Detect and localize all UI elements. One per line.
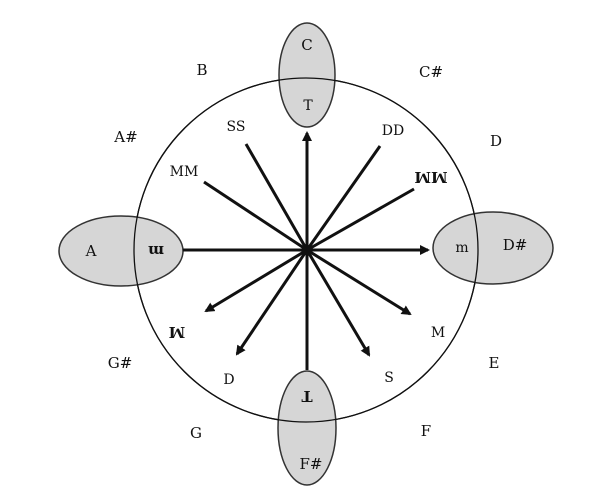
note-g-sharp: G# [108,354,133,372]
arrow-lower-left [204,248,308,313]
circle-overlay [133,77,479,423]
label-t-top: T [303,98,313,114]
note-f-sharp: F# [300,455,323,473]
label-m-lower-right: M [431,325,445,341]
note-d: D [490,132,502,150]
arrow-down-left [235,249,309,356]
label-mm-inverted: MM [414,168,447,186]
note-c: C [301,36,312,54]
label-t-bottom: T [301,387,313,405]
line-mm-inverted [306,187,415,252]
c-ellipse [278,22,336,128]
line-mm [203,180,308,252]
arrow-down-right [305,249,371,357]
note-a: A [85,242,97,260]
label-m-lower-left: M [169,323,186,341]
note-g: G [190,424,202,442]
label-m-left: m [148,242,164,260]
note-c-sharp: C# [419,63,443,81]
note-f: F [421,422,431,440]
lines [183,143,415,370]
line-dd [305,145,382,251]
d-sharp-ellipse [432,211,554,285]
note-b: B [196,61,207,79]
label-ss: SS [227,119,246,135]
arrows [204,131,430,357]
note-d-sharp: D# [503,236,528,254]
f-sharp-ellipse [277,370,337,486]
label-dd: DD [382,123,404,139]
label-mm: MM [170,164,199,180]
note-e: E [489,354,500,372]
label-m-right: m [455,240,468,256]
note-a-sharp: A# [113,128,137,146]
label-s-lower: S [384,370,394,386]
arrow-lower-right [306,248,412,316]
line-ss [244,143,309,251]
label-d-lower: D [223,372,234,388]
